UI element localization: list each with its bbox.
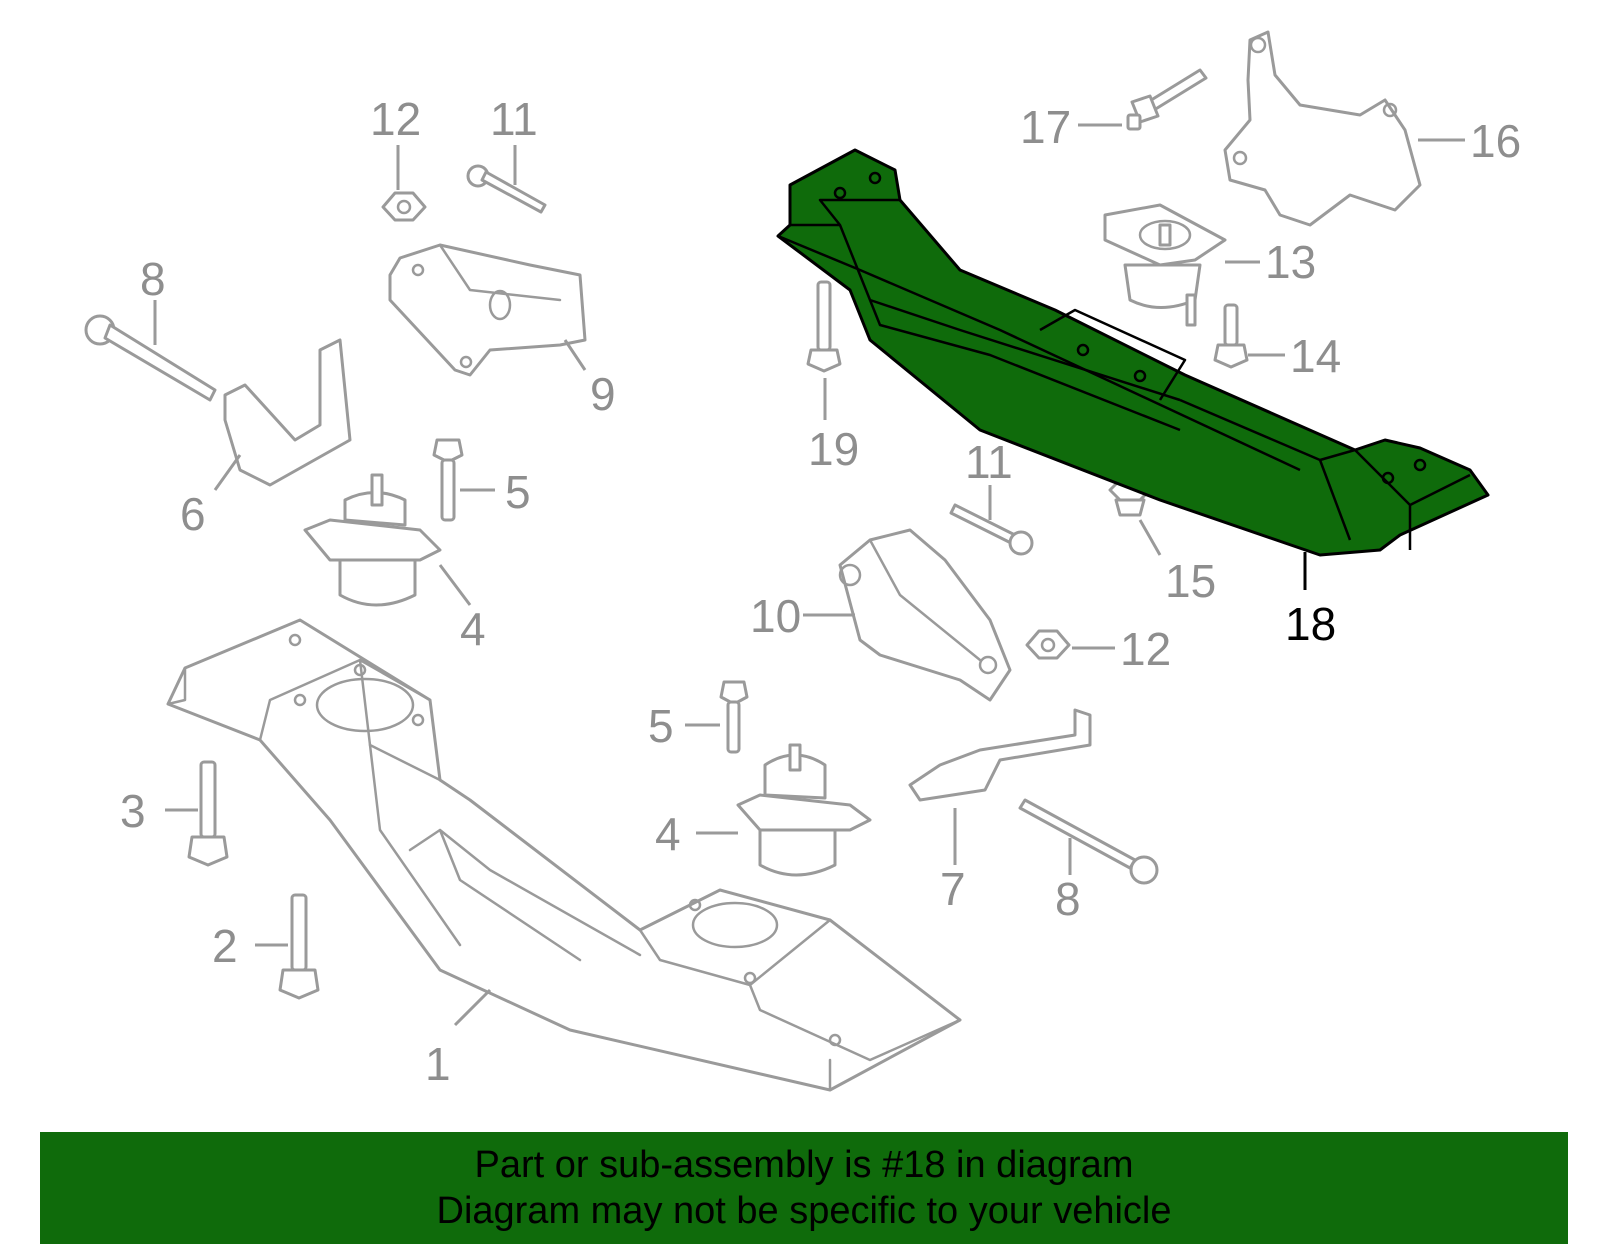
- callout-18: 18: [1285, 598, 1336, 650]
- part-10-mount-bracket[interactable]: [838, 528, 1012, 702]
- callout-17: 17: [1020, 101, 1071, 153]
- part-18-crossmember-highlighted[interactable]: [776, 148, 1490, 557]
- part-13-mount[interactable]: [1103, 203, 1227, 327]
- callout-11-top: 11: [490, 93, 538, 145]
- part-9-mount-bracket[interactable]: [388, 243, 587, 377]
- part-12-nut-top[interactable]: [381, 191, 427, 222]
- callout-12-top: 12: [370, 93, 421, 145]
- part-4-mount-left[interactable]: [303, 473, 442, 607]
- callout-labels: 1 2 3 4 4 5 5 6 7 8 8 9 10 11 11 12 12 1…: [120, 93, 1521, 1090]
- callout-1: 1: [425, 1038, 451, 1090]
- part-11-bolt-mid[interactable]: [949, 503, 1034, 556]
- callout-5-right: 5: [648, 700, 674, 752]
- callout-16: 16: [1470, 115, 1521, 167]
- part-17-stud[interactable]: [1126, 68, 1208, 131]
- part-14-bolt[interactable]: [1213, 303, 1249, 369]
- part-8-bolt-left[interactable]: [84, 314, 217, 402]
- callout-11-mid: 11: [965, 436, 1013, 488]
- callout-13: 13: [1265, 236, 1316, 288]
- callout-9: 9: [590, 368, 616, 420]
- part-7-bracket[interactable]: [908, 708, 1092, 802]
- callout-7: 7: [940, 863, 966, 915]
- part-8-bolt-right[interactable]: [1018, 798, 1159, 885]
- part-16-bracket[interactable]: [1223, 30, 1422, 227]
- callout-6: 6: [180, 488, 206, 540]
- callout-4-left: 4: [460, 603, 486, 655]
- part-19-bolt[interactable]: [806, 280, 842, 373]
- part-4-mount-right[interactable]: [736, 743, 872, 877]
- callout-19: 19: [808, 423, 859, 475]
- callout-8-left: 8: [140, 253, 166, 305]
- part-6-bracket[interactable]: [223, 338, 352, 487]
- banner-line-1: Part or sub-assembly is #18 in diagram: [474, 1144, 1134, 1186]
- part-1-crossmember[interactable]: [166, 618, 962, 1092]
- callout-3: 3: [120, 785, 146, 837]
- callout-12-mid: 12: [1120, 623, 1171, 675]
- part-3-bolt[interactable]: [187, 760, 229, 867]
- leader-lines: [153, 123, 1465, 1027]
- callout-5-left: 5: [505, 466, 531, 518]
- callout-10: 10: [750, 590, 801, 642]
- banner-line-2: Diagram may not be specific to your vehi…: [436, 1190, 1172, 1232]
- callout-4-right: 4: [655, 808, 681, 860]
- callout-15: 15: [1165, 555, 1216, 607]
- callout-8-right: 8: [1055, 873, 1081, 925]
- info-banner: Part or sub-assembly is #18 in diagram D…: [40, 1132, 1568, 1244]
- callout-2: 2: [212, 920, 238, 972]
- part-2-bolt[interactable]: [278, 893, 320, 1000]
- part-11-bolt-top[interactable]: [466, 164, 547, 214]
- part-5-bolt-left[interactable]: [432, 438, 464, 522]
- part-12-nut-mid[interactable]: [1025, 629, 1071, 660]
- part-5-bolt-right[interactable]: [719, 680, 749, 754]
- callout-14: 14: [1290, 330, 1341, 382]
